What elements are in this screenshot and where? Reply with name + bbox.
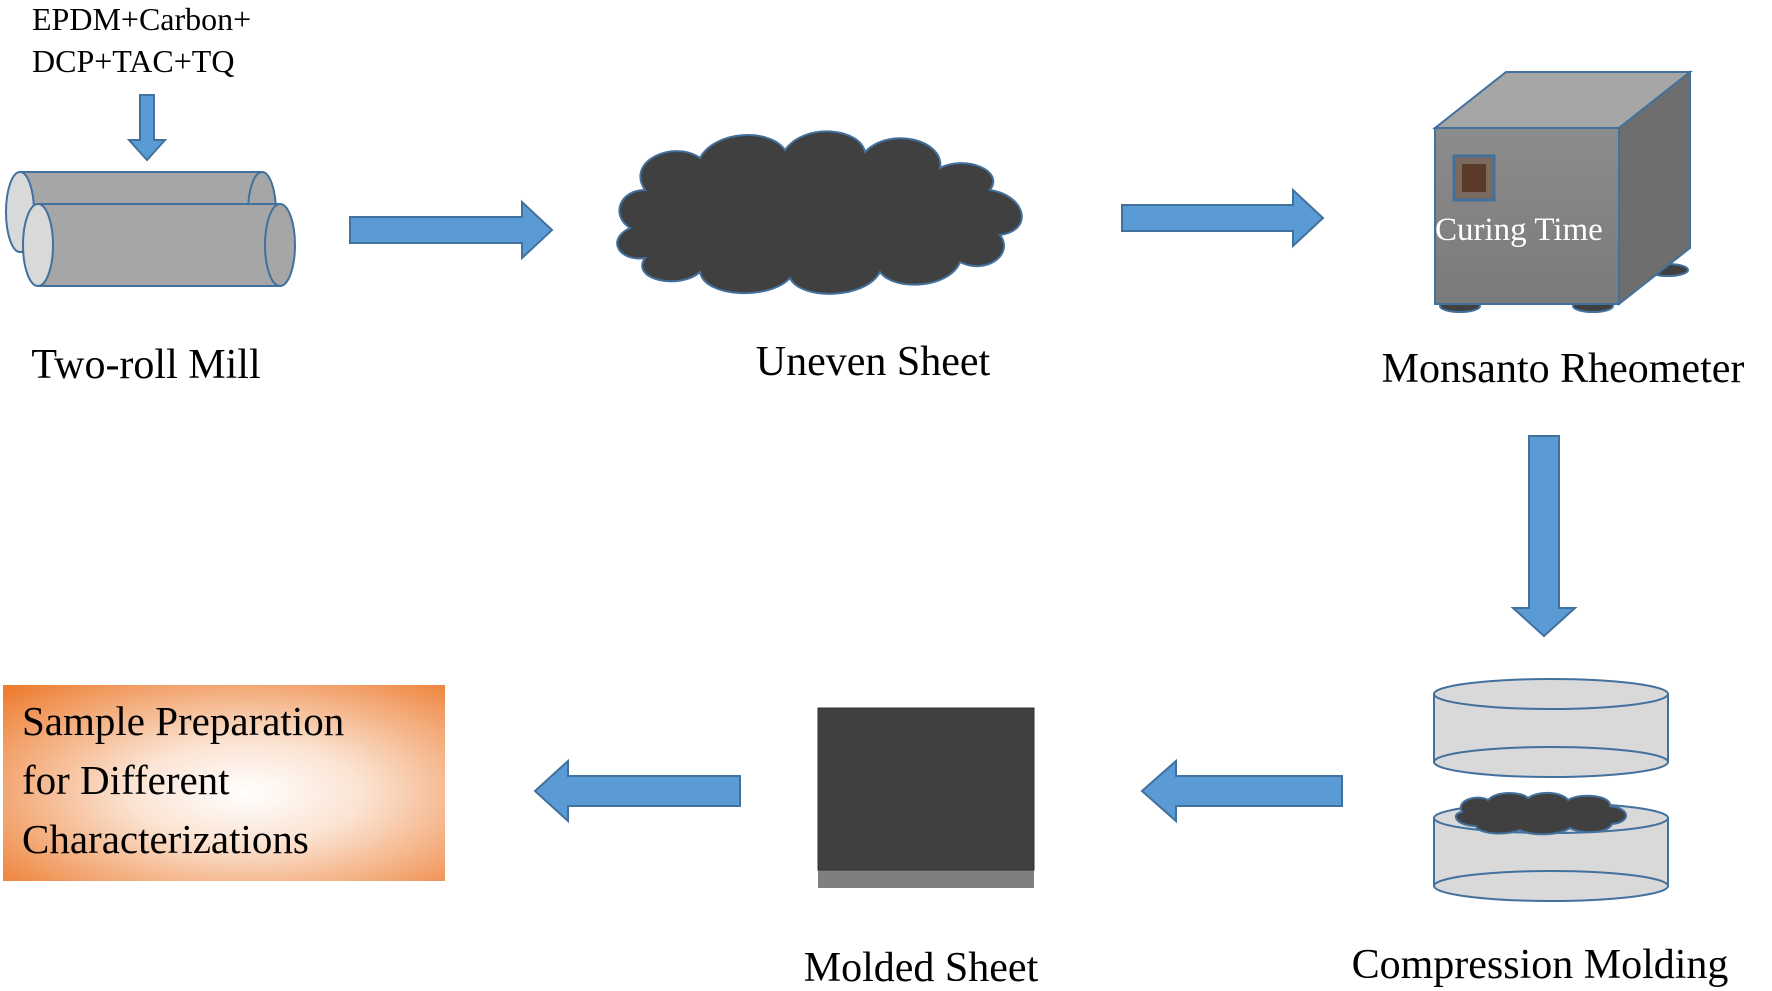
sample-preparation-line3: Characterizations (22, 816, 309, 862)
curing-time-label: Curing Time (1435, 212, 1603, 248)
sample-preparation-line1: Sample Preparation (22, 698, 345, 744)
sample-preparation-box (3, 685, 445, 881)
rheometer-icon (1432, 69, 1693, 313)
sample-preparation-text: Sample Preparation for Different Charact… (22, 692, 442, 869)
molded-sheet-icon (817, 707, 1035, 888)
input-arrow (126, 94, 168, 162)
uneven-sheet-icon (616, 130, 1023, 295)
compression-molding-icon (1433, 678, 1669, 902)
two-roll-mill-label: Two-roll Mill (31, 342, 260, 388)
arrow-left-1 (1140, 758, 1343, 824)
uneven-sheet-label: Uneven Sheet (756, 339, 991, 385)
arrow-right-2 (1121, 187, 1325, 249)
two-roll-mill-icon (5, 171, 296, 287)
input-materials-line2: DCP+TAC+TQ (32, 43, 234, 79)
input-materials-line1: EPDM+Carbon+ (32, 1, 251, 37)
compression-molding-label: Compression Molding (1352, 942, 1729, 988)
monsanto-rheometer-label: Monsanto Rheometer (1382, 346, 1745, 392)
arrow-left-2 (533, 758, 741, 824)
molded-sheet-label: Molded Sheet (804, 945, 1039, 991)
sample-preparation-line2: for Different (22, 757, 230, 803)
arrow-right-1 (349, 199, 554, 261)
arrow-down (1510, 435, 1578, 638)
